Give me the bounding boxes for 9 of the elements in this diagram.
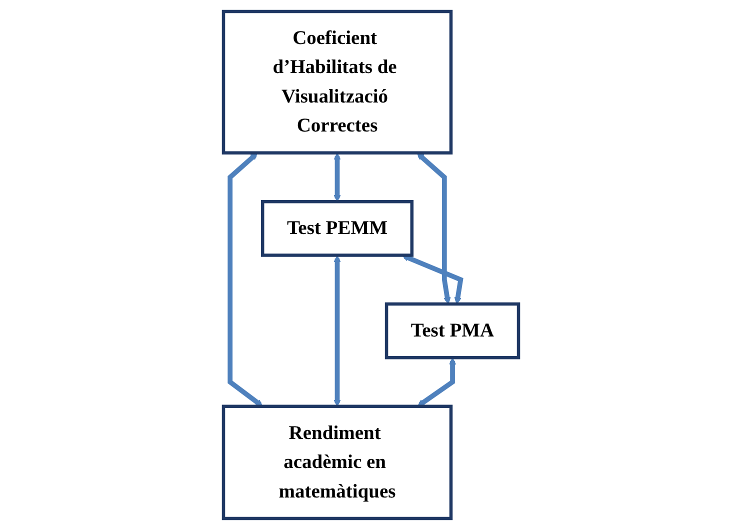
text-box: Test PMA [384, 302, 520, 359]
double-arrow [416, 152, 451, 304]
double-arrow [228, 152, 263, 406]
text-box: Test PEMM [260, 200, 414, 256]
double-arrow [334, 152, 341, 202]
text-box: Coeficient d’Habilitats de Visualització Correctes [222, 9, 453, 154]
double-arrow [334, 254, 341, 406]
text-box: Rendiment acadèmic en matemàtiques [222, 404, 453, 520]
double-arrow [417, 357, 456, 406]
